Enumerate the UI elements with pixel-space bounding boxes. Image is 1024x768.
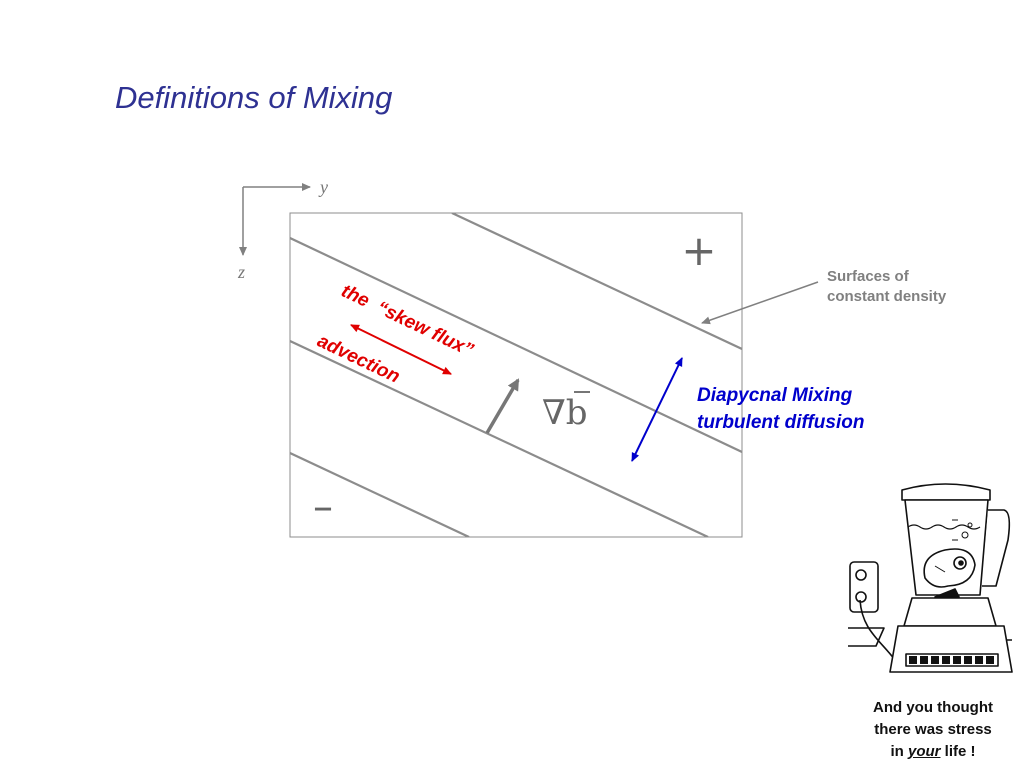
blender-base bbox=[903, 597, 997, 627]
gradient-arrow bbox=[485, 378, 520, 434]
plus-sign: + bbox=[681, 226, 716, 275]
slide-title: Definitions of Mixing bbox=[115, 80, 393, 115]
diapycnal-label-line1: Diapycnal Mixing bbox=[697, 385, 853, 406]
axes: y z bbox=[237, 177, 328, 282]
caption-your: your bbox=[907, 743, 941, 760]
blender-cartoon bbox=[848, 483, 1013, 673]
cartoon-caption: And you thought there was stress in your… bbox=[848, 697, 1018, 763]
caption-line-2: there was stress bbox=[874, 721, 992, 738]
density-surface-1 bbox=[451, 213, 742, 350]
minus-sign: – bbox=[313, 484, 333, 530]
gradient-label: ∇b bbox=[542, 393, 588, 433]
density-surface-4 bbox=[290, 452, 470, 537]
advection-arrow bbox=[350, 324, 452, 375]
surfaces-pointer-arrow bbox=[701, 281, 819, 325]
z-axis-label: z bbox=[237, 262, 245, 282]
outlet-icon bbox=[849, 561, 879, 613]
caption-line-1: And you thought bbox=[873, 699, 993, 716]
diapycnal-arrow bbox=[631, 357, 683, 462]
surfaces-label-line2: constant density bbox=[827, 288, 947, 305]
diapycnal-label-line2: turbulent diffusion bbox=[697, 412, 864, 433]
y-axis-label: y bbox=[318, 177, 328, 197]
caption-line-3: in your life ! bbox=[848, 741, 1018, 763]
caption-life: life ! bbox=[944, 743, 976, 760]
surfaces-label-line1: Surfaces of bbox=[827, 268, 910, 285]
caption-in: in bbox=[890, 743, 904, 760]
